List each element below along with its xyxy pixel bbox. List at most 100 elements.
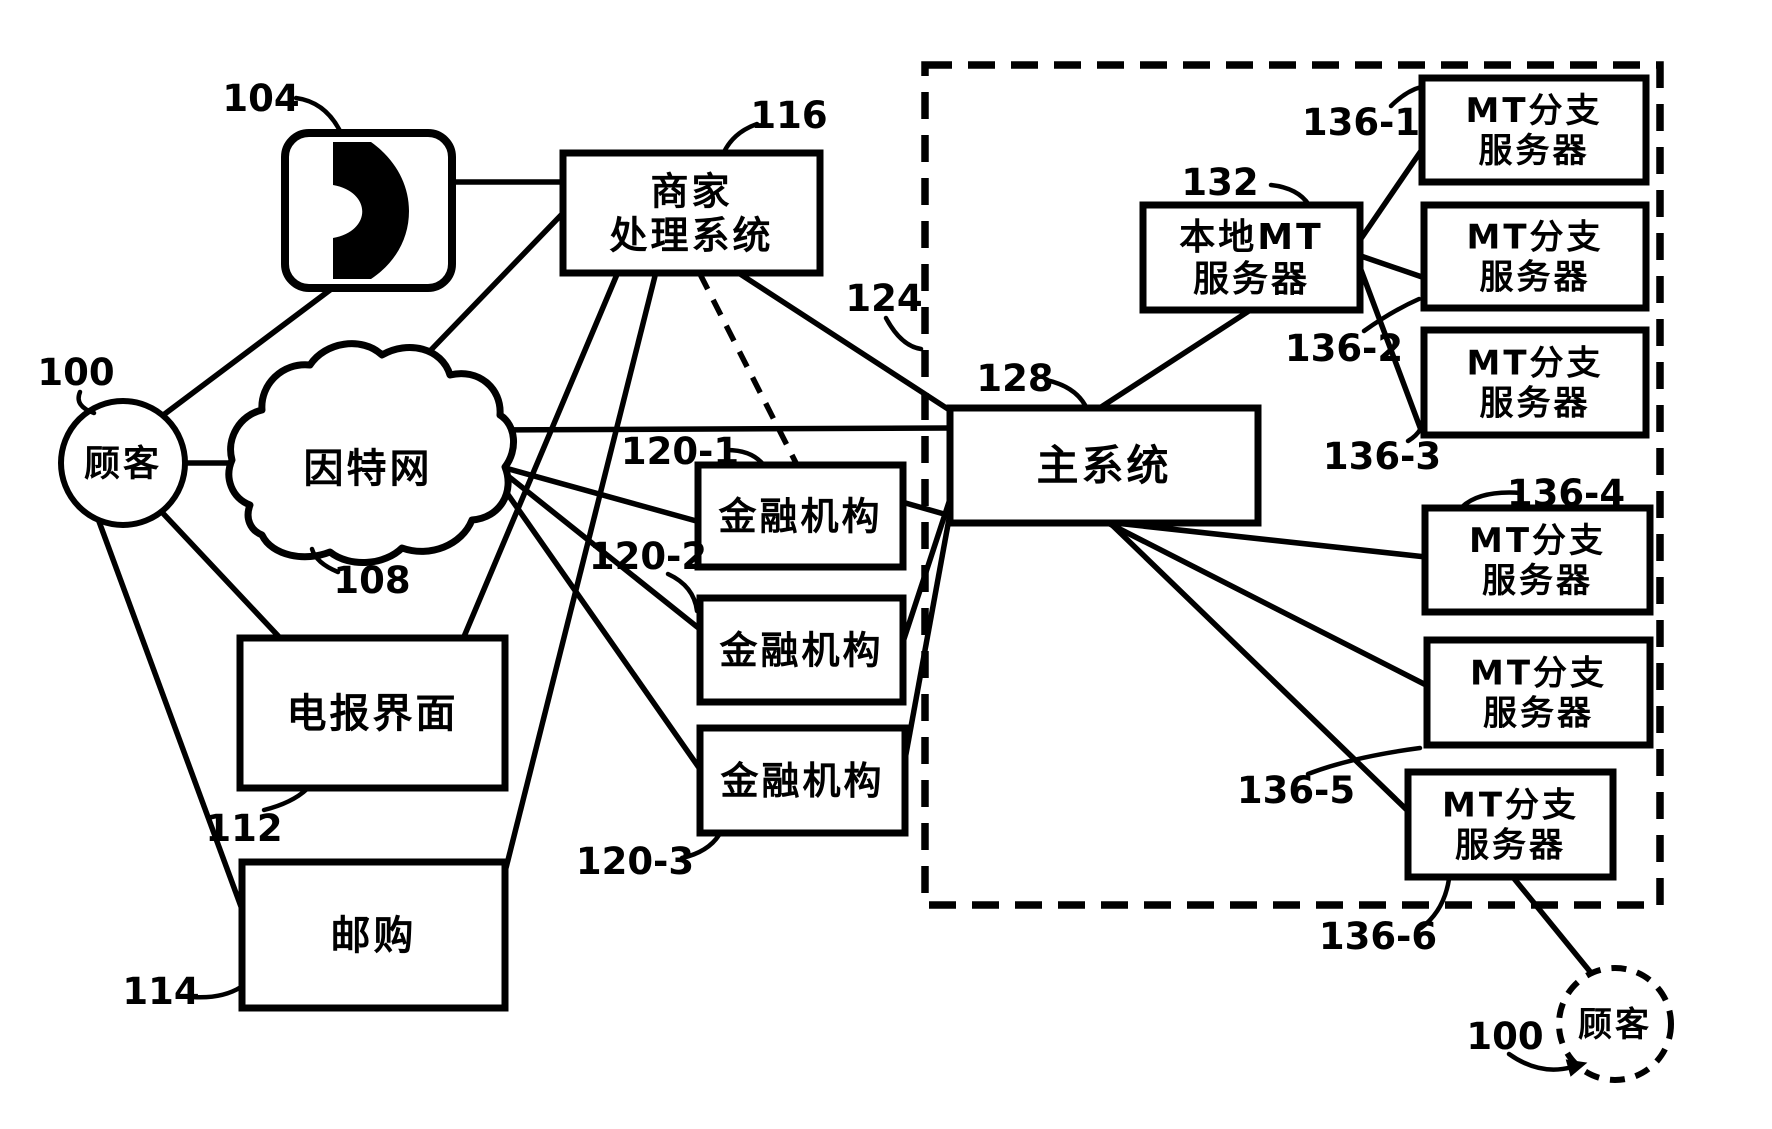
- ref-label-132-11: 132: [1181, 161, 1312, 208]
- leader-line: [1506, 1051, 1575, 1072]
- ref-label-116-1: 116: [721, 94, 828, 155]
- ref-number-text: 128: [976, 357, 1053, 400]
- node-label-mt-branch-server-2: MT分支服务器: [1466, 217, 1603, 297]
- node-customer: 顾客: [58, 398, 188, 528]
- edge-merchant-fin1-dashed: [697, 272, 799, 465]
- node-mt-branch-server-3: MT分支服务器: [1420, 326, 1650, 439]
- box-shape: [238, 858, 509, 1012]
- node-merchant-processing-system: 商家处理系统: [559, 149, 824, 277]
- edge-mainsystem-localmt: [1096, 306, 1254, 412]
- edge-mainsystem-mtbranch4: [1105, 519, 1427, 560]
- edge-mainsystem-mtbranch6: [1107, 520, 1411, 814]
- node-label-telegraph-interface: 电报界面: [287, 691, 459, 737]
- ref-number-text: 108: [333, 559, 410, 602]
- leader-line: [1459, 490, 1524, 510]
- ref-label-114-5: 114: [122, 970, 244, 1013]
- edge-fin3-mainsystem: [901, 507, 954, 766]
- leader-line: [1043, 377, 1088, 408]
- ref-number-text: 136-3: [1323, 435, 1441, 478]
- box-shape: [1420, 326, 1650, 439]
- leader-arrowhead-icon: [1565, 1059, 1588, 1077]
- leader-line: [1388, 84, 1424, 109]
- edge-internet-fin3: [492, 474, 705, 774]
- node-mt-branch-server-2: MT分支服务器: [1420, 201, 1650, 312]
- ref-number-text: 136-4: [1507, 472, 1625, 515]
- box-shape: [1404, 768, 1617, 881]
- edge-mainsystem-mtbranch5: [1104, 519, 1430, 689]
- ref-label-136-4-15: 136-4: [1459, 472, 1625, 515]
- box-shape: [1421, 504, 1654, 616]
- ref-label-136-2-13: 136-2: [1285, 296, 1422, 370]
- ref-label-136-1-12: 136-1: [1302, 84, 1424, 144]
- box-shape: [559, 149, 824, 277]
- node-main-system: 主系统: [946, 404, 1262, 527]
- node-label-mt-branch-server-4: MT分支服务器: [1469, 521, 1606, 601]
- node-label-customer-remote: 顾客: [1578, 1005, 1652, 1045]
- ref-number-text: 100: [37, 351, 114, 394]
- edge-mtbranch6-customer-remote: [1509, 874, 1595, 976]
- ref-label-120-3-8: 120-3: [576, 832, 722, 883]
- ref-number-text: 136-6: [1319, 915, 1437, 958]
- edge-internet-mainsystem: [479, 425, 952, 433]
- edge-internet-fin2: [496, 465, 703, 633]
- node-label-main-system: 主系统: [1036, 441, 1171, 490]
- ref-label-136-5-16: 136-5: [1237, 745, 1423, 812]
- ref-number-text: 136-5: [1237, 769, 1355, 812]
- ref-number-text: 124: [845, 277, 922, 320]
- ref-label-124-9: 124: [845, 277, 924, 352]
- ref-number-text: 114: [122, 970, 199, 1013]
- leader-line: [665, 571, 700, 614]
- node-label-mt-branch-server-6: MT分支服务器: [1442, 785, 1579, 865]
- node-customer-remote: 顾客: [1556, 965, 1674, 1083]
- ref-label-108-3: 108: [309, 546, 411, 602]
- ref-label-136-6-17: 136-6: [1319, 876, 1452, 958]
- circle-shape: [58, 398, 188, 528]
- leader-line: [1418, 876, 1452, 931]
- ref-number-text: 120-1: [621, 430, 739, 473]
- ref-number-text: 116: [750, 94, 827, 137]
- leader-line: [1361, 296, 1422, 334]
- node-internet: 因特网: [225, 340, 518, 566]
- leader-line: [293, 95, 344, 136]
- ref-number-text: 136-1: [1302, 101, 1420, 144]
- ref-label-136-3-14: 136-3: [1323, 410, 1441, 478]
- edge-customer-telephone: [160, 284, 336, 419]
- node-label-merchant-processing-system: 商家处理系统: [609, 169, 773, 257]
- node-telegraph-interface: 电报界面: [236, 634, 509, 792]
- node-mt-branch-server-5: MT分支服务器: [1423, 636, 1654, 749]
- dashed-circle-shape: [1556, 965, 1674, 1083]
- node-label-internet: 因特网: [304, 446, 433, 492]
- ref-label-120-1-6: 120-1: [621, 430, 765, 473]
- node-financial-institution-3: 金融机构: [696, 724, 909, 837]
- node-telephone: [281, 129, 456, 292]
- node-mt-branch-server-1: MT分支服务器: [1418, 74, 1650, 186]
- leader-line: [1268, 182, 1312, 208]
- node-label-mt-branch-server-3: MT分支服务器: [1466, 343, 1603, 423]
- node-mt-branch-server-4: MT分支服务器: [1421, 504, 1654, 616]
- box-shape: [1418, 74, 1650, 186]
- leader-line: [309, 546, 341, 575]
- box-shape: [946, 404, 1262, 527]
- edge-internet-fin1: [497, 463, 701, 525]
- leader-line: [76, 389, 97, 416]
- leader-line: [1405, 410, 1427, 444]
- node-label-financial-institution-3: 金融机构: [719, 759, 884, 803]
- ref-number-text: 120-3: [576, 840, 694, 883]
- ref-number-text: 120-2: [589, 535, 707, 578]
- box-shape: [694, 461, 907, 571]
- leader-line: [679, 832, 722, 861]
- node-label-mt-branch-server-1: MT分支服务器: [1465, 91, 1602, 171]
- edge-customer-mailorder: [94, 515, 246, 913]
- cloud-shape: [225, 340, 518, 566]
- system-boundary-124: [921, 61, 1664, 909]
- ref-label-100-2: 100: [37, 351, 115, 416]
- leader-line: [261, 786, 310, 813]
- ref-number-text: 136-2: [1285, 327, 1403, 370]
- leader-line: [1305, 745, 1423, 777]
- edge-merchant-telegraph: [460, 270, 621, 641]
